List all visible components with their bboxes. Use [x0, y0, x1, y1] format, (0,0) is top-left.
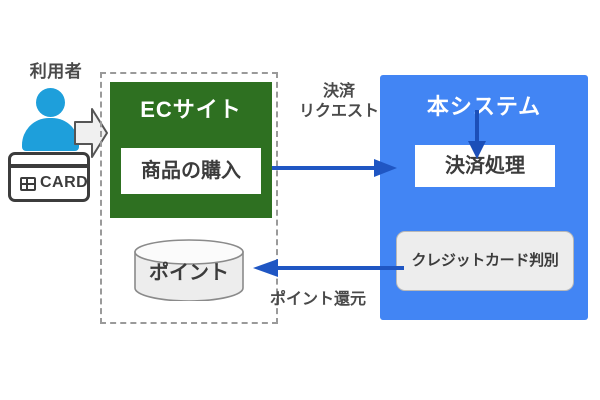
person-head-icon: [36, 88, 65, 117]
system-title: 本システム: [426, 94, 542, 119]
ec-site-boundary: [100, 72, 278, 324]
point-return-label: ポイント還元: [269, 291, 366, 308]
payment-processing-label: 決済処理: [445, 154, 525, 177]
person-body-icon: [22, 118, 79, 151]
card-label: CARD: [40, 174, 89, 191]
card-magnetic-stripe-icon: [11, 164, 87, 168]
process-to-decision-arrow-icon: [465, 110, 489, 160]
payment-processing-box[interactable]: 決済処理: [415, 145, 555, 187]
ec-site-title: ECサイト: [140, 97, 242, 122]
credit-card-judgement-label: クレジットカード判別: [411, 252, 559, 270]
credit-card-icon: CARD: [8, 152, 90, 202]
card-chip-icon: [20, 177, 36, 191]
payment-request-label: 決済 リクエスト: [293, 82, 385, 122]
payment-request-label-line1: 決済: [322, 83, 355, 100]
credit-card-judgement-box[interactable]: クレジットカード判別: [396, 231, 574, 291]
actor-label: 利用者: [29, 62, 83, 81]
person-icon: [14, 88, 86, 151]
user-to-ec-arrow-icon: [74, 106, 108, 160]
point-datastore-label: ポイント: [149, 261, 229, 284]
point-return-arrow-icon: [252, 258, 404, 278]
point-datastore[interactable]: ポイント: [133, 239, 245, 301]
payment-request-arrow-icon: [272, 158, 398, 178]
payment-request-label-line2: リクエスト: [298, 103, 379, 120]
ec-site-box[interactable]: ECサイト 商品の購入: [110, 82, 272, 218]
product-purchase-box[interactable]: 商品の購入: [121, 148, 261, 194]
product-purchase-label: 商品の購入: [141, 159, 241, 182]
system-box[interactable]: 本システム 決済処理 クレジットカード判別: [380, 75, 588, 320]
